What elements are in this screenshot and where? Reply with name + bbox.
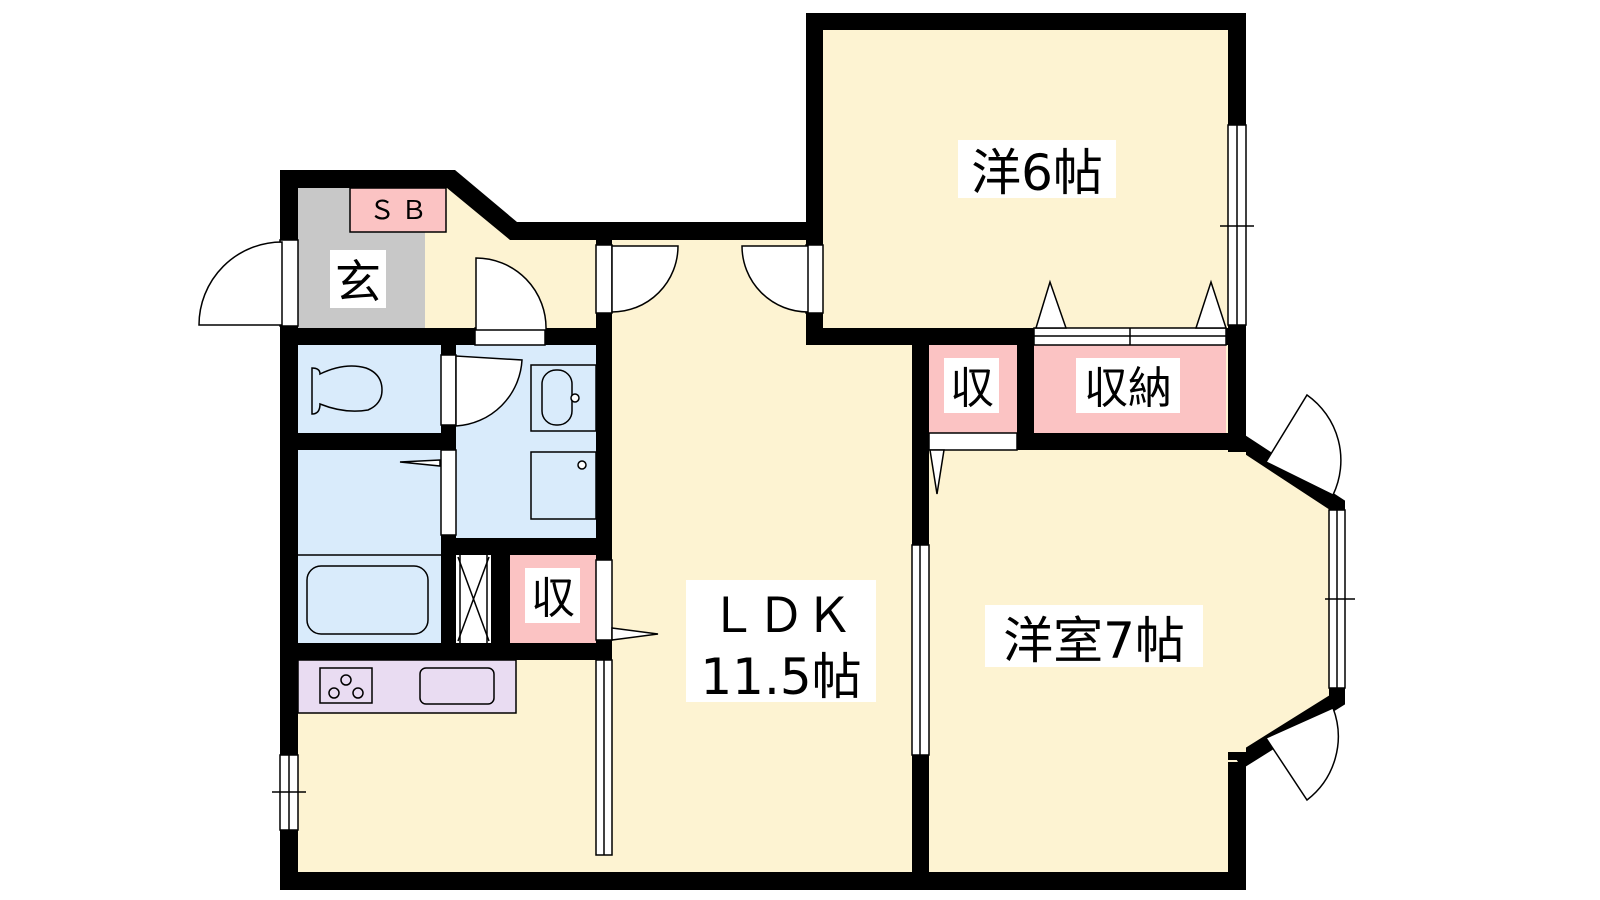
label-entrance: 玄 — [335, 255, 381, 309]
label-closet-small: 収 — [950, 363, 994, 414]
kitchen-sink — [419, 667, 495, 705]
label-ldk: ＬＤＫ — [709, 588, 853, 644]
label-kitchen-storage: 収 — [531, 573, 575, 624]
label-closet-large: 収納 — [1084, 363, 1172, 414]
bathtub — [306, 565, 429, 635]
bay-window-floor — [1228, 440, 1340, 762]
laundry-area — [530, 451, 597, 520]
closet-sliding-doors — [928, 279, 1228, 495]
label-western-7: 洋室7帖 — [1003, 612, 1185, 670]
doors — [198, 239, 1342, 802]
bay-opening — [1228, 452, 1246, 752]
label-shoe-box: ＳＢ — [369, 196, 433, 226]
shoe-box-top — [349, 187, 447, 233]
label-ldk-size: 11.5帖 — [700, 648, 861, 706]
stove — [319, 667, 373, 704]
windows — [272, 124, 1355, 856]
fixtures — [298, 364, 597, 705]
toilet-bowl — [311, 365, 383, 415]
label-backgrounds — [330, 140, 1203, 702]
label-western-6: 洋6帖 — [971, 144, 1103, 202]
